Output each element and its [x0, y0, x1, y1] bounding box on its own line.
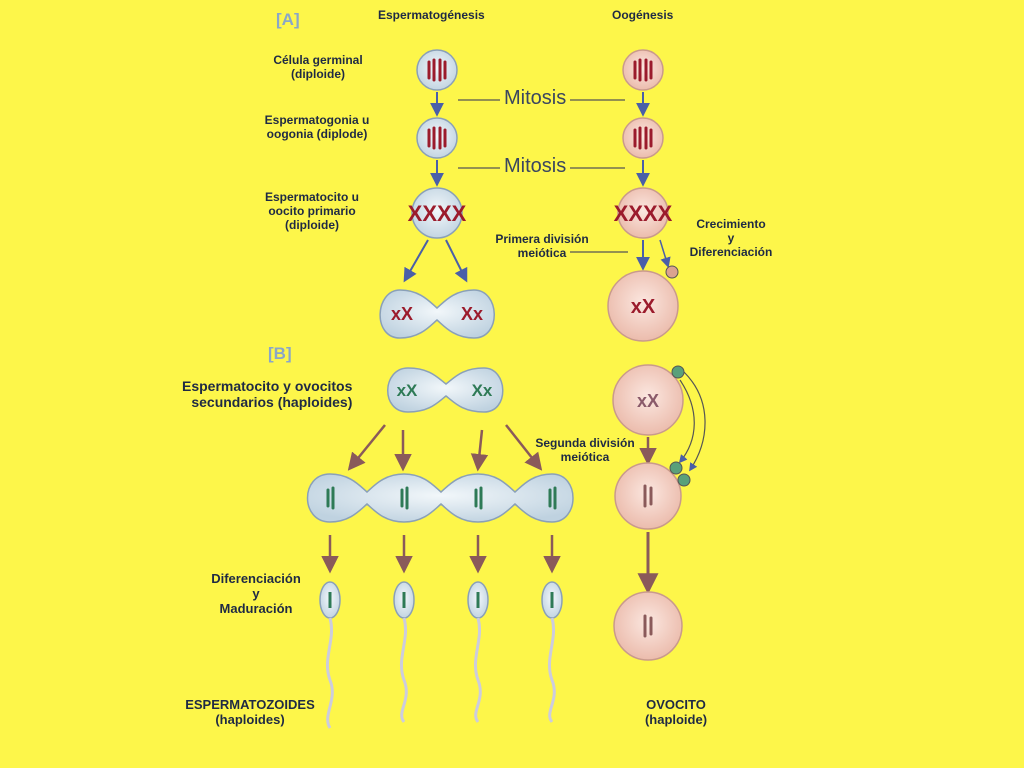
oogenesis-header: Oogénesis [612, 8, 674, 22]
spermatozoon [467, 581, 489, 723]
arrow-sperm-split-right [445, 239, 468, 283]
spermatogonia-cell [416, 117, 458, 159]
spermatozoon [393, 581, 415, 723]
arrow-sperm-split-left [403, 239, 429, 283]
spermatozoon [541, 581, 563, 723]
arrow-oo-growth [659, 239, 671, 269]
sperm-germ-cell [416, 49, 458, 91]
mitosis-label-1: Mitosis [500, 87, 571, 110]
primary-spermatocyte: XXXX [408, 187, 467, 239]
maturation-arrows [321, 535, 561, 574]
section-a-tag: [A] [276, 10, 300, 29]
ovum-result-label: OVOCITO (haploide) [644, 697, 708, 727]
primary-oocyte: XXXX [614, 187, 673, 239]
polar-body-arrows [678, 371, 706, 472]
svg-text:XXXX: XXXX [614, 201, 673, 226]
grown-primary-oocyte: xX [607, 265, 679, 342]
spermatogenesis-header: Espermatogénesis [378, 8, 485, 22]
primary-label: Espermatocito u oocito primario (diploid… [264, 190, 360, 232]
growth-label: Crecimiento y Diferenciación [689, 217, 773, 259]
secondary-oocyte: xX [612, 364, 685, 436]
svg-text:XXXX: XXXX [408, 201, 467, 226]
svg-text:xX: xX [637, 391, 659, 411]
mature-oocyte [614, 461, 691, 530]
svg-text:xX: xX [397, 381, 418, 400]
germ-cell-label: Célula germinal (diploide) [273, 53, 363, 81]
sperm-result-label: ESPERMATOZOIDES (haploides) [185, 697, 315, 727]
first-meiotic-label: Primera división meiótica [495, 232, 589, 260]
secondary-spermatocytes: xX Xx [387, 367, 504, 413]
oogonia-cell [622, 117, 664, 159]
mitosis-label-2: Mitosis [500, 155, 571, 178]
second-meiosis-arrows [347, 424, 543, 472]
section-b-tag: [B] [268, 344, 292, 363]
svg-text:xX: xX [391, 304, 413, 324]
svg-text:xX: xX [631, 296, 656, 318]
dividing-spermatocyte: xX Xx [379, 289, 495, 339]
differentiation-label: Diferenciación y Maduración [211, 571, 301, 616]
spermatids-chain [306, 473, 574, 523]
second-meiotic-label: Segunda división meiótica [535, 436, 635, 464]
spermatozoon [319, 581, 341, 729]
oo-germ-cell [622, 49, 664, 91]
spermatogonia-label: Espermatogonia u oogonia (diplode) [264, 113, 370, 141]
ovum [613, 591, 683, 661]
svg-text:Xx: Xx [472, 381, 493, 400]
secondary-label: Espermatocito y ovocitos secundarios (ha… [182, 378, 353, 411]
svg-text:Xx: Xx [461, 304, 483, 324]
